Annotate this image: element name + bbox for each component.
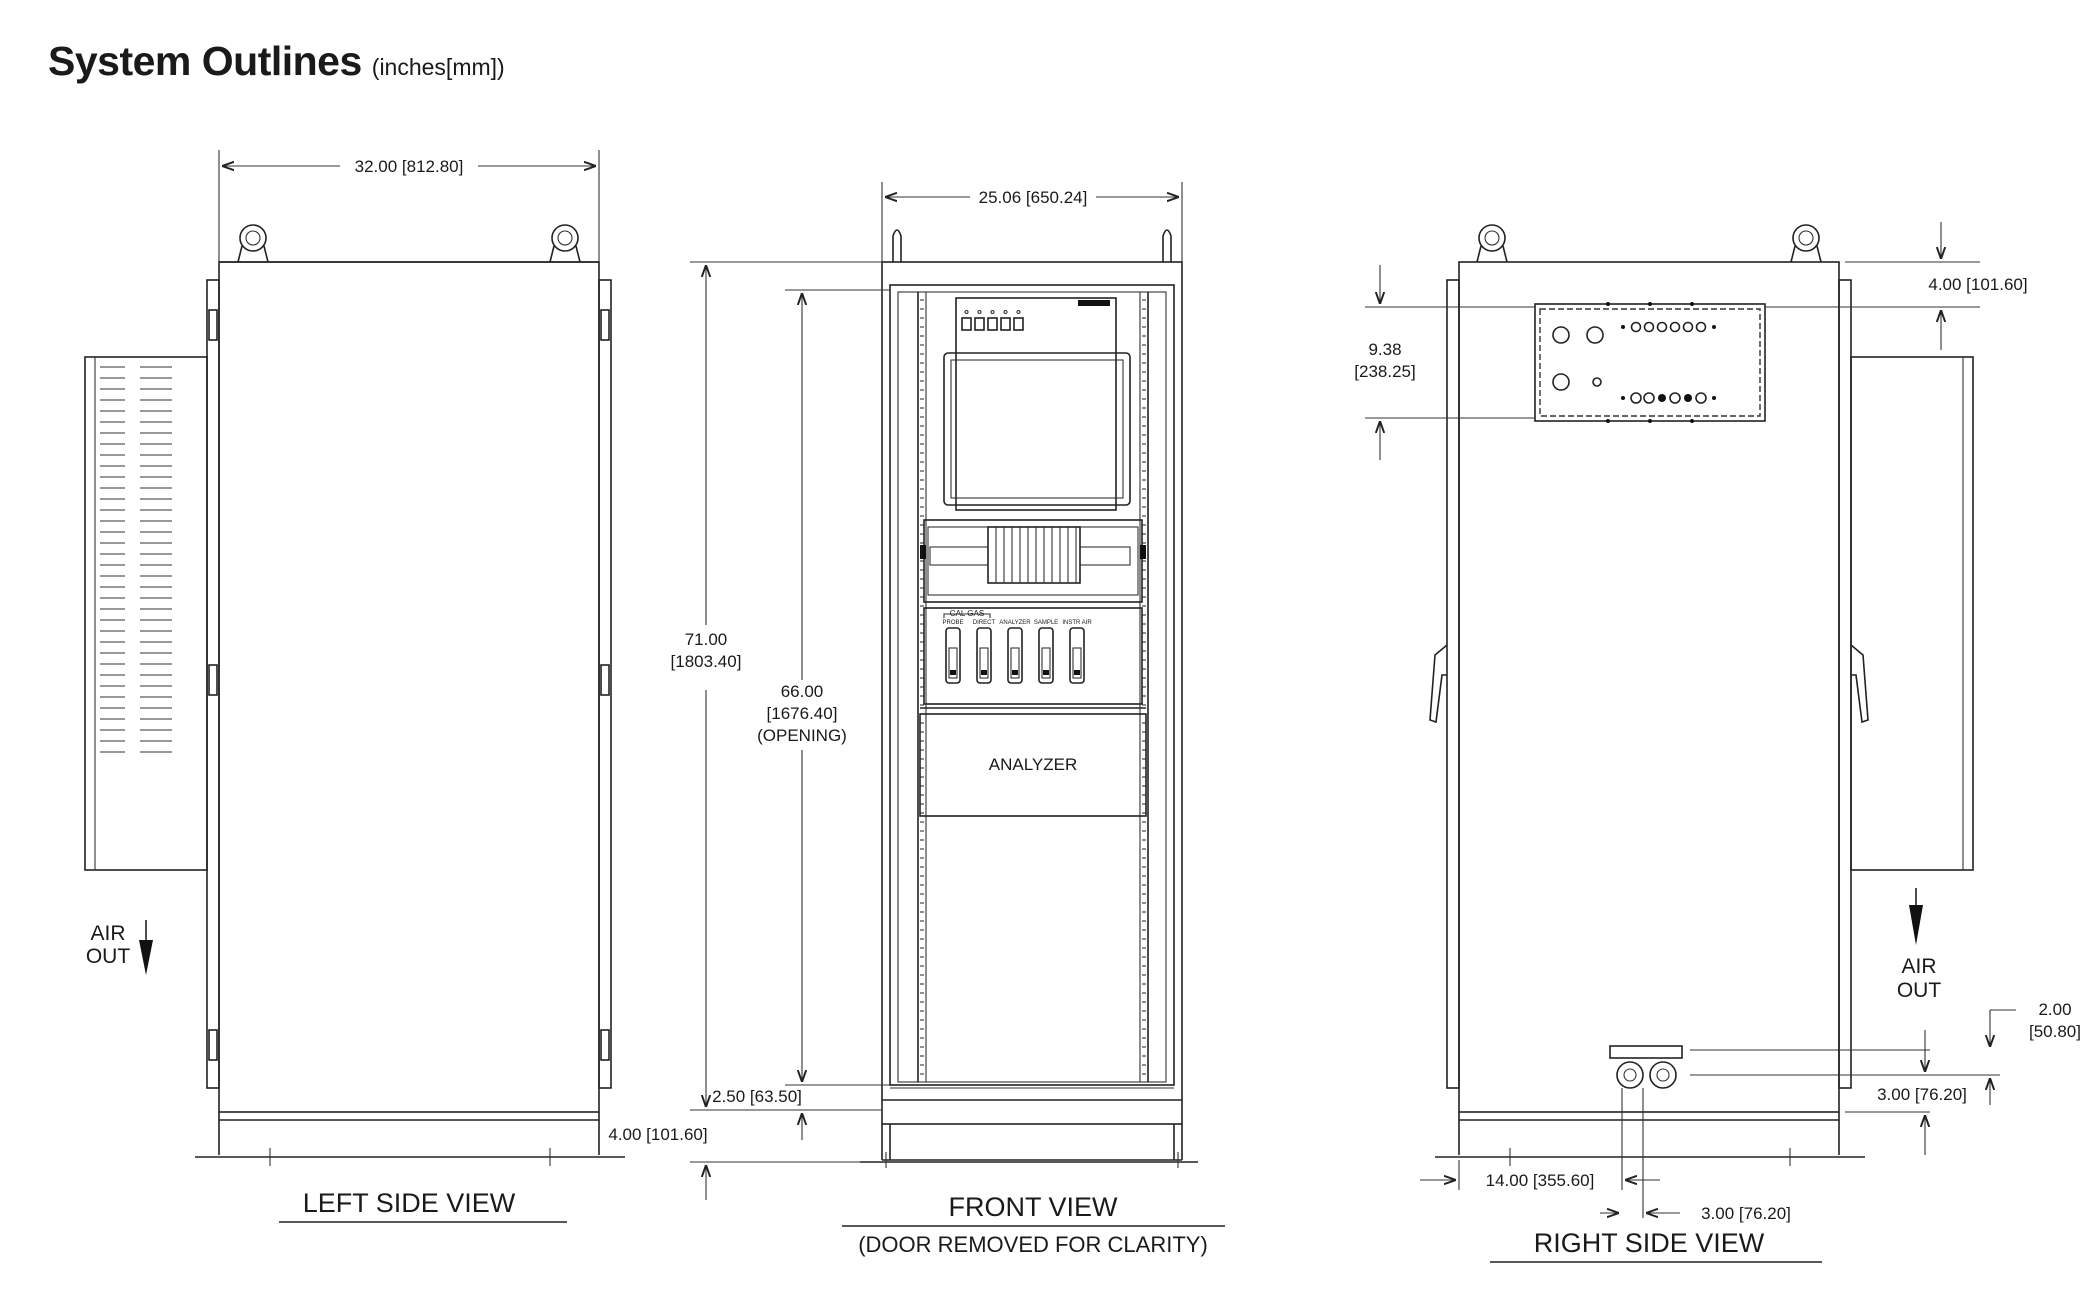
right-side-view: 4.00 [101.60] 9.38 [238.25] AIR OUT 2.00… bbox=[1354, 222, 2081, 1263]
right-view-label: RIGHT SIDE VIEW bbox=[1534, 1228, 1765, 1258]
panel-port-large bbox=[1586, 326, 1604, 344]
opening-dimension-3: (OPENING) bbox=[757, 726, 847, 745]
left-air-out-label-1: AIR bbox=[90, 922, 125, 945]
flowmeter-panel bbox=[923, 607, 1143, 705]
panel-port-small bbox=[1695, 321, 1707, 333]
front-view-sublabel: (DOOR REMOVED FOR CLARITY) bbox=[858, 1232, 1208, 1257]
sample-pump-module bbox=[923, 519, 1143, 603]
flowmeter-label: PROBE bbox=[942, 620, 963, 626]
left-cabinet-body bbox=[218, 261, 600, 1113]
right-air-out-label-1: AIR bbox=[1901, 955, 1936, 978]
analyzer-module bbox=[919, 713, 1147, 817]
left-width-dimension: 32.00 [812.80] bbox=[355, 157, 464, 176]
front-lifting-stud-1 bbox=[892, 229, 902, 262]
bottom-dimension-a: 14.00 [355.60] bbox=[1486, 1171, 1595, 1190]
panel-port-small bbox=[1630, 392, 1642, 404]
cal-gas-label: CAL GAS bbox=[950, 609, 984, 618]
right-air-out-arrow-icon bbox=[1909, 905, 1923, 945]
panel-port-small bbox=[1630, 321, 1642, 333]
units-note: (inches[mm]) bbox=[371, 54, 505, 80]
display-screen-frame bbox=[943, 352, 1131, 506]
controller-module bbox=[955, 297, 1117, 511]
opening-dimension-1: 66.00 bbox=[781, 682, 824, 701]
front-view-label: FRONT VIEW bbox=[948, 1192, 1118, 1222]
flowmeter[interactable]: PROBE bbox=[942, 620, 964, 684]
right-lifting-eye-1 bbox=[1476, 224, 1508, 263]
left-louver-grille bbox=[100, 366, 172, 753]
base-dimension: 4.00 [101.60] bbox=[608, 1125, 707, 1144]
right-lifting-eye-2 bbox=[1790, 224, 1822, 263]
panel-port-small bbox=[1643, 392, 1655, 404]
bottom-port-2 bbox=[1649, 1061, 1677, 1089]
right-cabinet-body bbox=[1458, 261, 1840, 1113]
panel-port-small bbox=[1669, 321, 1681, 333]
port-dimension-a-2: [50.80] bbox=[2029, 1022, 2081, 1041]
panel-height-dimension-1: 9.38 bbox=[1368, 340, 1401, 359]
pump-heat-sink bbox=[987, 526, 1081, 584]
front-height-dimension-1: 71.00 bbox=[685, 630, 728, 649]
left-side-view: 32.00 [812.80] AIR OUT LEFT SIDE VIEW bbox=[84, 150, 625, 1223]
left-view-label: LEFT SIDE VIEW bbox=[303, 1188, 516, 1218]
front-lifting-stud-2 bbox=[1162, 229, 1172, 262]
analyzer-label: ANALYZER bbox=[989, 755, 1078, 774]
page-title: System Outlines (inches[mm]) bbox=[48, 38, 505, 85]
panel-port-large bbox=[1552, 326, 1570, 344]
controller-buttons bbox=[961, 309, 1024, 331]
front-cabinet-body bbox=[881, 261, 1183, 1125]
bottom-port-bracket bbox=[1609, 1045, 1683, 1059]
panel-port-small bbox=[1643, 321, 1655, 333]
panel-ports bbox=[1552, 302, 1716, 423]
flowmeter-label: DIRECT bbox=[973, 620, 996, 626]
bottom-dimension-b: 3.00 [76.20] bbox=[1701, 1204, 1791, 1223]
flowmeter[interactable]: INSTR AIR bbox=[1062, 620, 1092, 684]
panel-height-dimension-2: [238.25] bbox=[1354, 362, 1415, 381]
bottom-port-1 bbox=[1616, 1061, 1644, 1089]
right-door-handle-2[interactable] bbox=[1850, 644, 1869, 724]
left-lifting-eye-2 bbox=[549, 224, 581, 263]
left-lifting-eye-1 bbox=[237, 224, 269, 263]
panel-port-small bbox=[1656, 321, 1668, 333]
front-width-dimension: 25.06 [650.24] bbox=[979, 188, 1088, 207]
flowmeter-label: ANALYZER bbox=[999, 620, 1031, 626]
port-dimension-b: 3.00 [76.20] bbox=[1877, 1085, 1967, 1104]
left-cooling-unit bbox=[84, 356, 208, 871]
flowmeter[interactable]: SAMPLE bbox=[1034, 620, 1058, 684]
panel-port-large bbox=[1552, 373, 1570, 391]
left-air-out-label-2: OUT bbox=[86, 945, 131, 968]
panel-port-small bbox=[1682, 321, 1694, 333]
right-air-out-label-2: OUT bbox=[1897, 979, 1942, 1002]
bottom-gap-dimension: 2.50 [63.50] bbox=[712, 1087, 802, 1106]
flowmeter-label: SAMPLE bbox=[1034, 620, 1058, 626]
left-air-out-arrow-icon bbox=[139, 940, 153, 975]
panel-port-small bbox=[1695, 392, 1707, 404]
right-door-handle-1[interactable] bbox=[1429, 644, 1448, 724]
front-height-dimension-2: [1803.40] bbox=[671, 652, 742, 671]
flowmeter[interactable]: DIRECT bbox=[973, 620, 996, 684]
flowmeter-label: INSTR AIR bbox=[1062, 620, 1092, 626]
right-top-dimension: 4.00 [101.60] bbox=[1928, 275, 2027, 294]
right-cooling-unit bbox=[1850, 356, 1974, 871]
rack-rail-holes bbox=[920, 299, 1146, 1075]
port-dimension-a-1: 2.00 bbox=[2038, 1000, 2071, 1019]
opening-dimension-2: [1676.40] bbox=[767, 704, 838, 723]
title-text: System Outlines bbox=[48, 38, 362, 84]
panel-port-small bbox=[1669, 392, 1681, 404]
flowmeter[interactable]: ANALYZER bbox=[999, 620, 1031, 684]
